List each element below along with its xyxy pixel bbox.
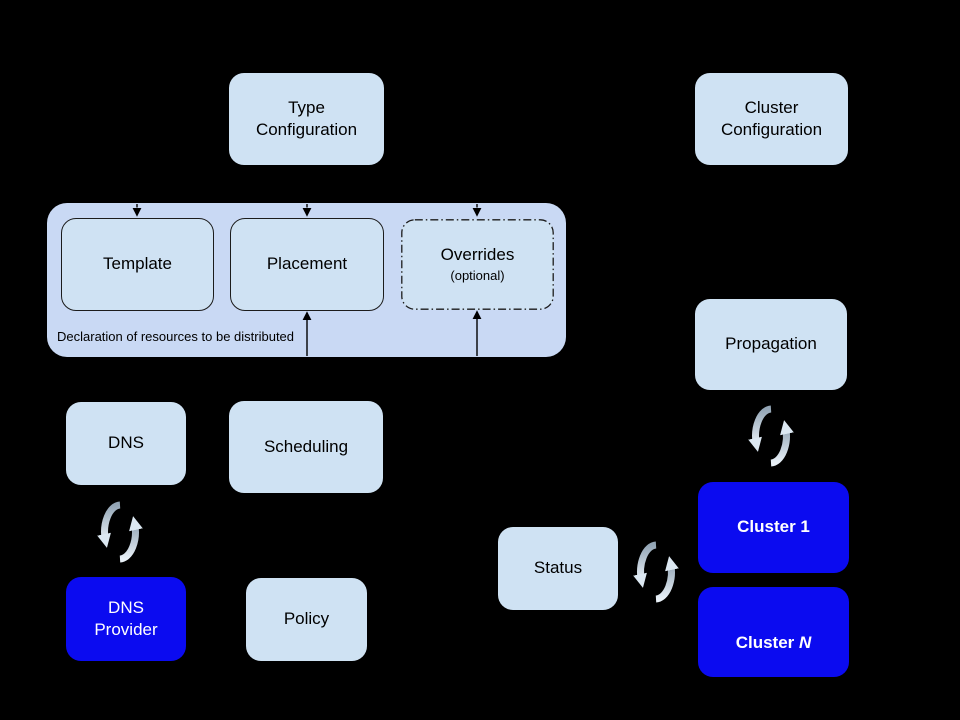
node-status-label: Status — [533, 558, 583, 578]
node-cluster-configuration: Cluster Configuration — [695, 73, 848, 165]
node-dns-provider: DNS Provider — [66, 577, 186, 661]
declaration-caption: Declaration of resources to be distribut… — [57, 329, 295, 344]
connector-arrows — [132, 204, 482, 356]
node-overrides-label: Overrides — [440, 245, 515, 264]
node-cluster-1-label: Cluster 1 — [737, 517, 810, 537]
node-placement: Placement — [230, 218, 384, 311]
sync-icon — [97, 501, 143, 563]
node-policy-label: Policy — [283, 609, 330, 629]
node-policy: Policy — [246, 578, 367, 661]
node-type-configuration-label: Type Configuration — [255, 97, 358, 139]
node-cluster-n-label: Cluster — [735, 633, 799, 652]
node-propagation-label: Propagation — [725, 334, 817, 354]
node-overrides: Overrides (optional) — [401, 219, 554, 310]
node-template: Template — [61, 218, 214, 311]
node-placement-label: Placement — [266, 254, 348, 274]
node-status: Status — [498, 527, 618, 610]
node-type-configuration: Type Configuration — [229, 73, 384, 165]
node-overrides-sublabel: (optional) — [450, 268, 505, 284]
sync-icon — [630, 535, 682, 609]
node-dns-label: DNS — [108, 433, 144, 453]
node-scheduling-label: Scheduling — [263, 436, 349, 456]
node-dns: DNS — [66, 402, 186, 485]
node-cluster-1: Cluster 1 — [698, 482, 849, 573]
node-cluster-configuration-label: Cluster Configuration — [720, 97, 823, 139]
sync-icon — [745, 399, 797, 473]
node-propagation: Propagation — [695, 299, 847, 390]
node-dns-provider-label: DNS Provider — [94, 597, 158, 639]
node-cluster-n-variable: N — [799, 633, 812, 652]
node-scheduling: Scheduling — [229, 401, 383, 493]
node-cluster-n: Cluster N — [698, 587, 849, 677]
node-template-label: Template — [103, 254, 172, 274]
